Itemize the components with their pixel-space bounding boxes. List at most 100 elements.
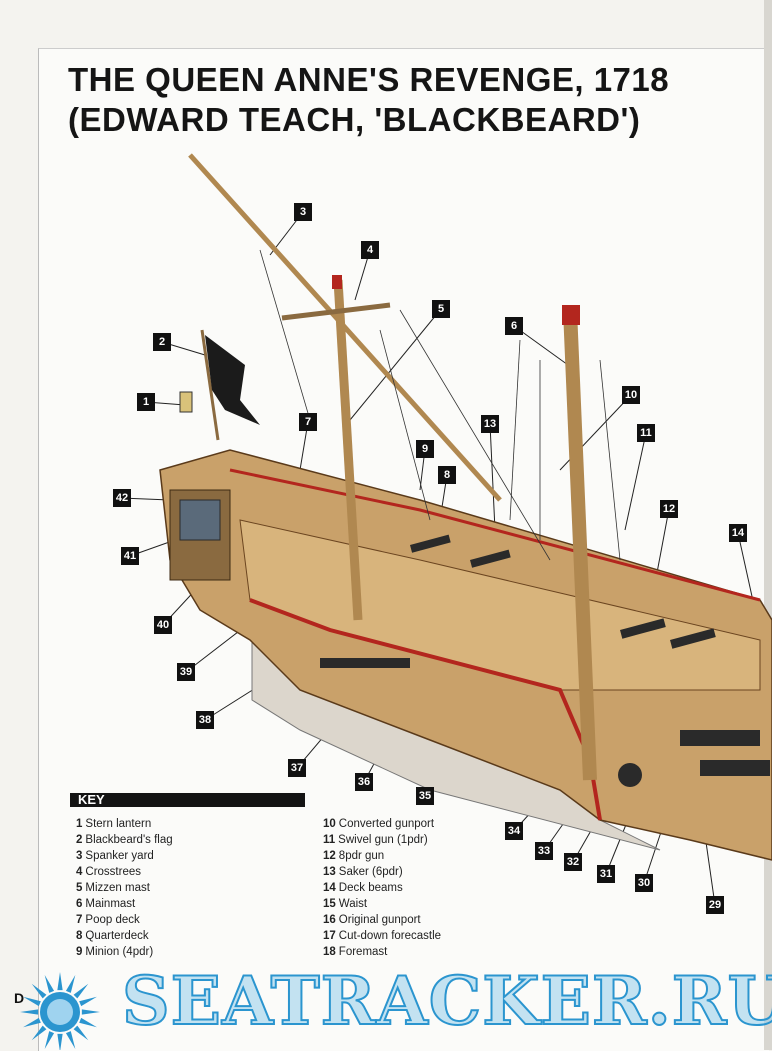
title-line-2: (EDWARD TEACH, 'BLACKBEARD') — [68, 101, 641, 138]
key-item-label: Foremast — [338, 946, 388, 958]
callout-10: 10 — [622, 386, 640, 404]
mizzen-mast — [333, 279, 363, 621]
sun-ray — [57, 1033, 63, 1050]
callout-38: 38 — [196, 711, 214, 729]
mizzen-cap — [332, 275, 342, 289]
sun-ray — [31, 1025, 47, 1041]
cutaway-edge — [249, 598, 602, 821]
key-item-label: Waist — [338, 898, 368, 910]
sun-ray — [79, 1017, 97, 1028]
stern-lantern — [179, 391, 193, 413]
key-item-label: Saker (6pdr) — [338, 866, 403, 878]
key-item-number: 17 — [323, 930, 336, 942]
flagstaff — [200, 329, 220, 441]
key-item-label: Mizzen mast — [85, 882, 150, 894]
rigging — [259, 249, 621, 561]
callout-12: 12 — [660, 500, 678, 518]
key-item-number: 5 — [76, 882, 83, 894]
callout-13: 13 — [481, 415, 499, 433]
callout-41: 41 — [121, 547, 139, 565]
key-item-number: 18 — [323, 946, 336, 958]
callout-34: 34 — [505, 822, 523, 840]
callout-36: 36 — [355, 773, 373, 791]
callout-37: 37 — [288, 759, 306, 777]
key-item-number: 13 — [323, 866, 336, 878]
sun-ray — [81, 1009, 100, 1015]
key-heading: KEY — [70, 793, 305, 807]
key-item-label: Quarterdeck — [85, 930, 149, 942]
leader-line-11 — [624, 432, 647, 531]
watermark: SEATRACKER.RU — [121, 962, 772, 1040]
sun-ray — [79, 996, 97, 1007]
callout-11: 11 — [637, 424, 655, 442]
callout-7: 7 — [299, 413, 317, 431]
spanker-yard — [188, 153, 502, 502]
page-letter: D — [14, 990, 25, 1006]
mainmast-cap — [562, 305, 580, 325]
callout-4: 4 — [361, 241, 379, 259]
key-item-number: 9 — [76, 946, 83, 958]
key-item-label: Mainmast — [85, 898, 136, 910]
callout-39: 39 — [177, 663, 195, 681]
key-item-label: Spanker yard — [85, 850, 154, 862]
crosstrees — [281, 302, 391, 321]
key-item-number: 12 — [323, 850, 336, 862]
key-item-label: Poop deck — [85, 914, 140, 926]
leader-line-6 — [513, 325, 576, 371]
rail-edge — [229, 468, 761, 602]
callout-9: 9 — [416, 440, 434, 458]
callout-40: 40 — [154, 616, 172, 634]
callout-30: 30 — [635, 874, 653, 892]
sun-ray — [73, 1025, 89, 1041]
key-item-number: 3 — [76, 850, 83, 862]
sun-ray — [44, 975, 55, 993]
key-item-number: 15 — [323, 898, 336, 910]
sun-ray — [65, 975, 76, 993]
callout-1: 1 — [137, 393, 155, 411]
sun-ray — [20, 1009, 39, 1015]
sun-ray — [23, 1017, 41, 1028]
key-item-number: 7 — [76, 914, 83, 926]
key-item-label: Converted gunport — [338, 818, 435, 830]
leader-line-13 — [489, 423, 496, 531]
sun-ray — [23, 996, 41, 1007]
key-item-number: 1 — [76, 818, 83, 830]
key-item-number: 10 — [323, 818, 336, 830]
sun-ray — [73, 983, 89, 999]
key-item-number: 4 — [76, 866, 83, 878]
sun-ray — [57, 972, 63, 991]
stern-window — [179, 499, 221, 541]
key-item-label: Original gunport — [338, 914, 421, 926]
key-item-number: 2 — [76, 834, 83, 846]
key-item-number: 16 — [323, 914, 336, 926]
key-item-number: 6 — [76, 898, 83, 910]
mainmast — [563, 309, 597, 781]
callout-42: 42 — [113, 489, 131, 507]
callout-31: 31 — [597, 865, 615, 883]
callout-8: 8 — [438, 466, 456, 484]
key-item-label: Crosstrees — [85, 866, 142, 878]
key-item-label: Cut-down forecastle — [338, 930, 442, 942]
key-item-number: 14 — [323, 882, 336, 894]
callout-29: 29 — [706, 896, 724, 914]
key-item-label: Deck beams — [338, 882, 403, 894]
key-item-label: Swivel gun (1pdr) — [338, 834, 428, 846]
key-item-number: 11 — [323, 834, 336, 846]
key-item-label: Stern lantern — [85, 818, 152, 830]
